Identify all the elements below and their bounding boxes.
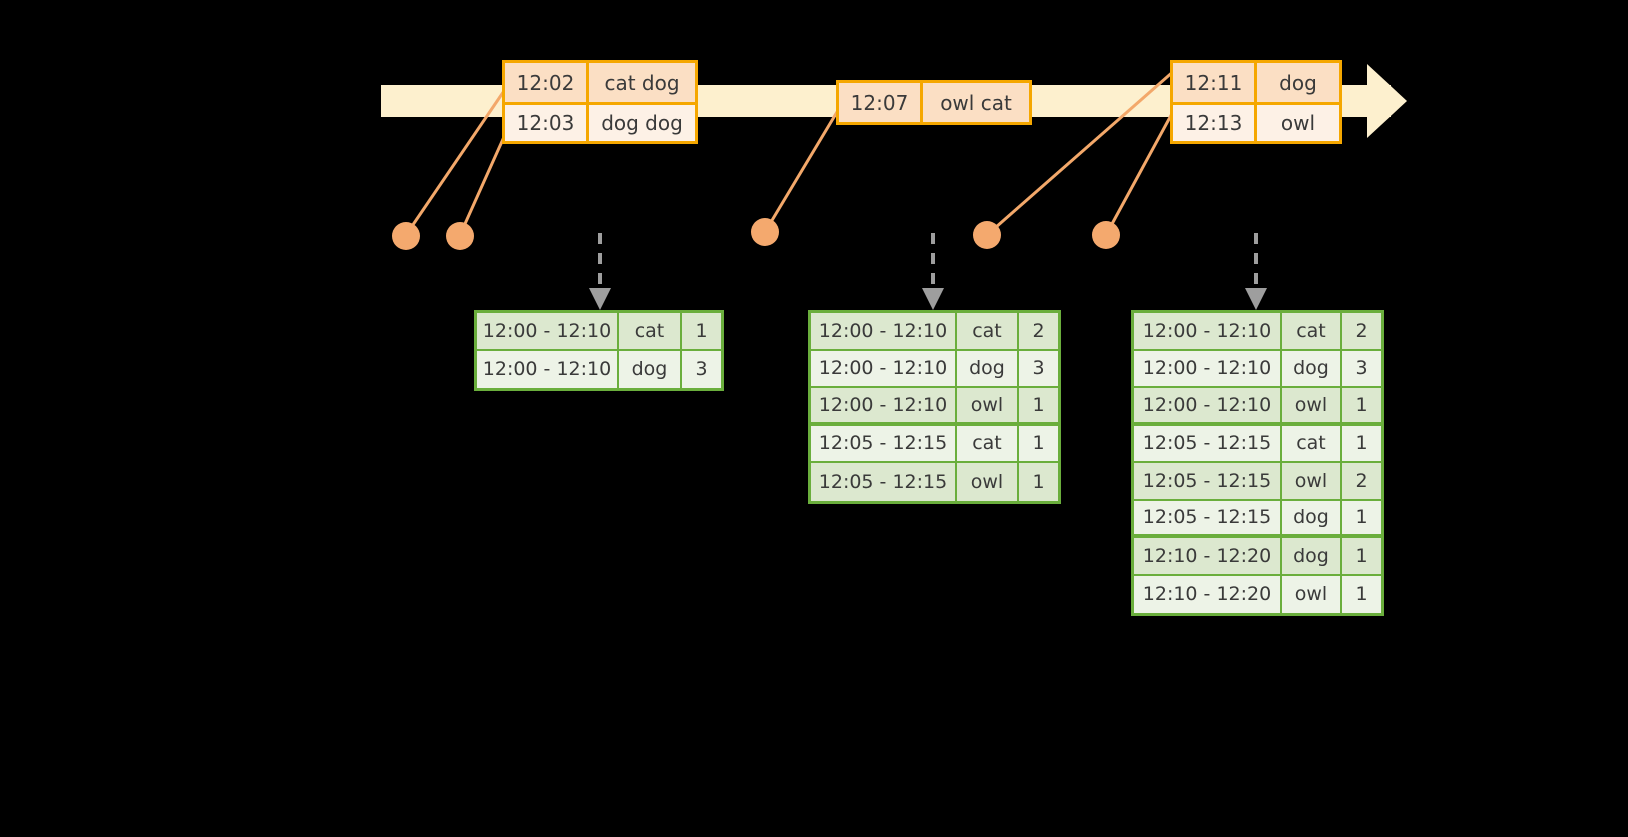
result-table-1: 12:00 - 12:10 cat 1 12:00 - 12:10 dog 3 <box>474 310 724 391</box>
event-time: 12:02 <box>505 63 589 102</box>
window-cell: 12:00 - 12:10 <box>477 350 619 388</box>
key-cell: cat <box>1282 425 1342 461</box>
count-cell: 2 <box>1355 319 1368 342</box>
count-cell: 1 <box>1355 583 1368 606</box>
window-cell: 12:00 - 12:10 <box>1134 388 1282 422</box>
key-cell: owl <box>1282 388 1342 422</box>
key-cell: dog <box>1282 500 1342 534</box>
connector-line-5 <box>1104 107 1177 236</box>
emit-arrows <box>589 233 1267 310</box>
table-row: 12:00 - 12:10 cat 1 <box>477 313 721 351</box>
event-time: 12:07 <box>839 83 923 122</box>
event-row: 12:03 dog dog <box>505 102 695 141</box>
table-row: 12:10 - 12:20 owl 1 <box>1134 575 1381 613</box>
event-row: 12:11 dog <box>1173 63 1339 102</box>
event-payload: owl <box>1280 111 1316 135</box>
event-dot-5 <box>1092 221 1120 249</box>
key-cell: dog <box>619 350 682 388</box>
count-cell: 1 <box>1032 432 1045 455</box>
count-cell: 3 <box>1355 357 1368 380</box>
result-table-3: 12:00 - 12:10 cat 2 12:00 - 12:10 dog 3 … <box>1131 310 1384 616</box>
connector-line-2 <box>458 127 510 236</box>
event-payload: dog <box>1279 70 1317 95</box>
window-cell: 12:05 - 12:15 <box>1134 500 1282 534</box>
key-cell: dog <box>957 350 1019 386</box>
table-row: 12:00 - 12:10 owl 1 <box>811 388 1058 426</box>
connector-line-3 <box>763 106 842 233</box>
window-cell: 12:00 - 12:10 <box>811 350 957 386</box>
window-cell: 12:00 - 12:10 <box>1134 313 1282 349</box>
count-cell: 3 <box>695 358 708 381</box>
count-cell: 3 <box>1032 357 1045 380</box>
key-cell: cat <box>957 425 1019 461</box>
count-cell: 1 <box>1355 432 1368 455</box>
event-dot-2 <box>446 222 474 250</box>
event-dot-4 <box>973 221 1001 249</box>
window-cell: 12:00 - 12:10 <box>811 388 957 422</box>
window-cell: 12:10 - 12:20 <box>1134 575 1282 613</box>
table-row: 12:00 - 12:10 dog 3 <box>477 350 721 388</box>
count-cell: 1 <box>1032 393 1045 416</box>
event-box-3: 12:11 dog 12:13 owl <box>1170 60 1342 144</box>
event-time: 12:13 <box>1173 105 1257 141</box>
count-cell: 1 <box>695 319 708 342</box>
window-cell: 12:00 - 12:10 <box>1134 350 1282 386</box>
table-row: 12:05 - 12:15 dog 1 <box>1134 500 1381 538</box>
table-row: 12:00 - 12:10 dog 3 <box>1134 350 1381 388</box>
window-cell: 12:05 - 12:15 <box>1134 425 1282 461</box>
count-cell: 2 <box>1032 319 1045 342</box>
window-cell: 12:05 - 12:15 <box>1134 463 1282 499</box>
count-cell: 1 <box>1355 393 1368 416</box>
event-time: 12:11 <box>1173 63 1257 102</box>
key-cell: cat <box>619 313 682 349</box>
event-box-1: 12:02 cat dog 12:03 dog dog <box>502 60 698 144</box>
emit-arrow-3 <box>1245 233 1267 310</box>
count-cell: 2 <box>1355 469 1368 492</box>
key-cell: dog <box>1282 350 1342 386</box>
window-cell: 12:00 - 12:10 <box>477 313 619 349</box>
event-payload: cat dog <box>604 70 680 95</box>
key-cell: owl <box>957 388 1019 422</box>
count-cell: 1 <box>1355 506 1368 529</box>
event-dot-3 <box>751 218 779 246</box>
table-row: 12:05 - 12:15 owl 1 <box>811 463 1058 501</box>
table-row: 12:00 - 12:10 cat 2 <box>811 313 1058 351</box>
window-cell: 12:05 - 12:15 <box>811 425 957 461</box>
key-cell: cat <box>1282 313 1342 349</box>
event-dot-1 <box>392 222 420 250</box>
event-row: 12:13 owl <box>1173 102 1339 141</box>
connector-line-1 <box>404 87 508 236</box>
key-cell: owl <box>1282 575 1342 613</box>
window-cell: 12:00 - 12:10 <box>811 313 957 349</box>
event-row: 12:07 owl cat <box>839 83 1029 122</box>
event-payload: owl cat <box>940 90 1012 115</box>
count-cell: 1 <box>1032 470 1045 493</box>
key-cell: dog <box>1282 538 1342 574</box>
window-cell: 12:10 - 12:20 <box>1134 538 1282 574</box>
table-row: 12:05 - 12:15 owl 2 <box>1134 463 1381 501</box>
window-cell: 12:05 - 12:15 <box>811 463 957 501</box>
table-row: 12:10 - 12:20 dog 1 <box>1134 538 1381 576</box>
key-cell: cat <box>957 313 1019 349</box>
event-time: 12:03 <box>505 105 589 141</box>
table-row: 12:05 - 12:15 cat 1 <box>1134 425 1381 463</box>
table-row: 12:00 - 12:10 dog 3 <box>811 350 1058 388</box>
event-box-2: 12:07 owl cat <box>836 80 1032 125</box>
result-table-2: 12:00 - 12:10 cat 2 12:00 - 12:10 dog 3 … <box>808 310 1061 504</box>
count-cell: 1 <box>1355 544 1368 567</box>
table-row: 12:05 - 12:15 cat 1 <box>811 425 1058 463</box>
emit-arrow-1 <box>589 233 611 310</box>
key-cell: owl <box>1282 463 1342 499</box>
emit-arrow-2 <box>922 233 944 310</box>
event-row: 12:02 cat dog <box>505 63 695 102</box>
table-row: 12:00 - 12:10 owl 1 <box>1134 388 1381 426</box>
key-cell: owl <box>957 463 1019 501</box>
event-payload: dog dog <box>601 111 683 135</box>
event-dots <box>392 218 1120 250</box>
table-row: 12:00 - 12:10 cat 2 <box>1134 313 1381 351</box>
